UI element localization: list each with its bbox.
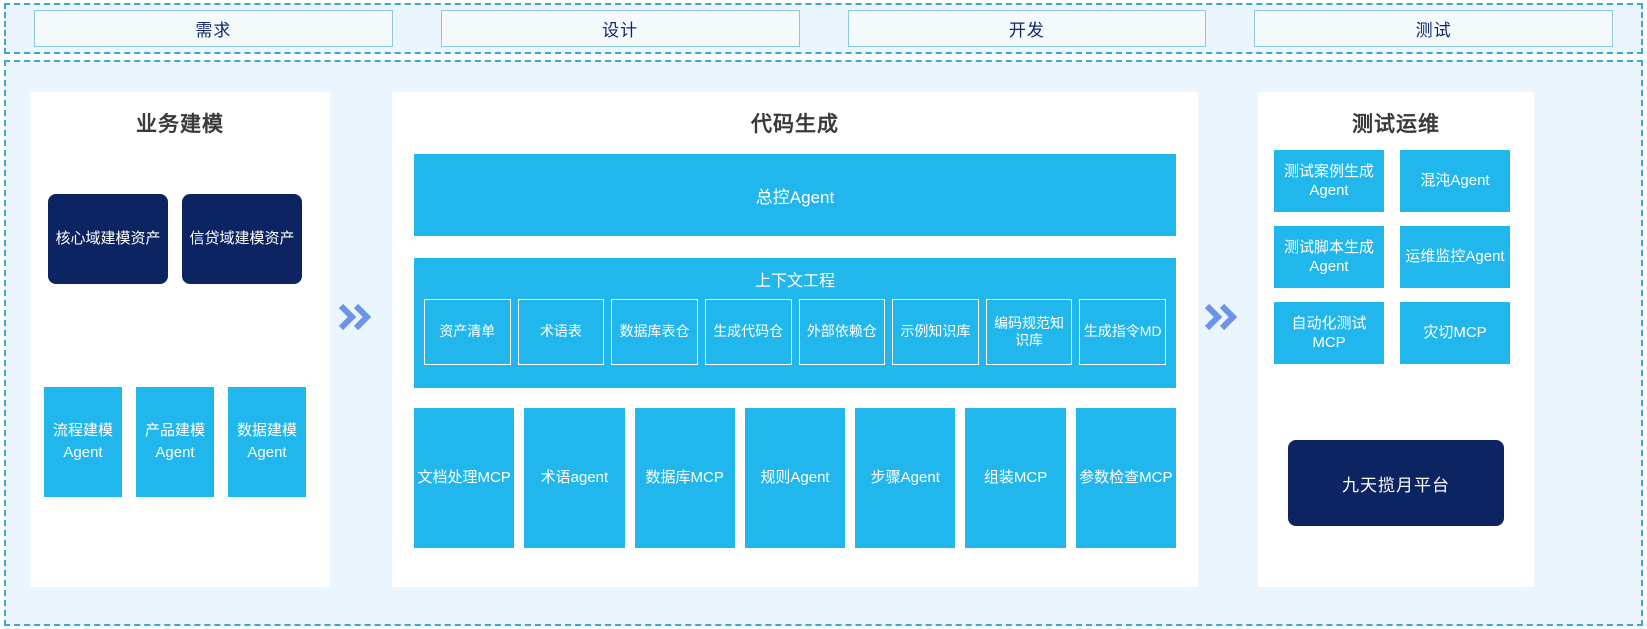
tool-box-glossary-agent[interactable]: 术语agent: [524, 408, 625, 548]
phase-label: 设计: [602, 21, 639, 40]
platform-box-jiutian-lanyue[interactable]: 九天揽月平台: [1288, 440, 1504, 526]
double-chevron-right-icon: [336, 300, 376, 334]
panel-title: 业务建模: [136, 113, 224, 136]
phase-box-design[interactable]: 设计: [440, 10, 800, 47]
tool-label: 数据库MCP: [645, 468, 724, 486]
tool-label: 参数检查MCP: [1079, 468, 1173, 486]
phase-box-requirement[interactable]: 需求: [34, 10, 393, 47]
context-item-label: 示例知识库: [900, 323, 971, 340]
test-box-label: 测试案例生成Agent: [1283, 162, 1374, 200]
test-box-label: 自动化测试MCP: [1291, 314, 1367, 352]
test-box-automated-testing-mcp[interactable]: 自动化测试MCP: [1274, 302, 1384, 364]
phase-label: 需求: [195, 21, 232, 40]
test-box-ops-monitoring-agent[interactable]: 运维监控Agent: [1400, 226, 1510, 288]
agent-label: 数据建模Agent: [236, 422, 297, 461]
phase-strip: 需求 设计 开发 测试: [4, 3, 1643, 54]
test-box-test-case-generation-agent[interactable]: 测试案例生成Agent: [1274, 150, 1384, 212]
panel-title: 测试运维: [1352, 113, 1440, 136]
panel-code-generation: 代码生成 总控Agent 上下文工程 资产清单 术语表 数据库表仓: [392, 92, 1198, 587]
tool-box-document-processing-mcp[interactable]: 文档处理MCP: [414, 408, 515, 548]
master-agent-bar[interactable]: 总控Agent: [414, 154, 1176, 236]
panel-test-operations: 测试运维 测试案例生成Agent 混沌Agent 测试脚本生成Agent 运维监…: [1258, 92, 1534, 587]
test-box-test-script-generation-agent[interactable]: 测试脚本生成Agent: [1274, 226, 1384, 288]
test-box-label: 混沌Agent: [1420, 172, 1490, 190]
tool-box-database-mcp[interactable]: 数据库MCP: [634, 408, 735, 548]
context-item-glossary[interactable]: 术语表: [517, 299, 605, 365]
context-item-external-dependency-repo[interactable]: 外部依赖仓: [798, 299, 886, 365]
asset-box-core-domain[interactable]: 核心域建模资产: [48, 194, 168, 284]
context-engineering-title: 上下文工程: [754, 273, 835, 290]
context-engineering-block: 上下文工程 资产清单 术语表 数据库表仓 生成代码仓 外部依赖仓: [414, 258, 1176, 388]
test-box-label: 测试脚本生成Agent: [1283, 238, 1374, 276]
tool-label: 组装MCP: [983, 468, 1048, 486]
tool-label: 文档处理MCP: [417, 468, 511, 486]
phase-box-testing[interactable]: 测试: [1254, 10, 1613, 47]
tool-box-parameter-check-mcp[interactable]: 参数检查MCP: [1075, 408, 1176, 548]
test-box-label: 运维监控Agent: [1405, 248, 1505, 266]
phase-label: 开发: [1008, 21, 1045, 40]
context-item-asset-list[interactable]: 资产清单: [424, 299, 511, 365]
context-item-label: 数据库表仓: [619, 323, 690, 340]
main-area: 业务建模 核心域建模资产 信贷域建模资产 流程建模Agent 产品建模Agent…: [4, 60, 1643, 626]
platform-label: 九天揽月平台: [1342, 475, 1450, 495]
tool-box-assembly-mcp[interactable]: 组装MCP: [965, 408, 1066, 548]
context-item-label: 编码规范知识库: [994, 314, 1065, 349]
phase-box-development[interactable]: 开发: [847, 10, 1207, 47]
context-item-label: 生成指令MD: [1083, 323, 1162, 340]
tool-row: 文档处理MCP 术语agent 数据库MCP 规则Agent 步骤Agent 组…: [414, 408, 1176, 548]
modeling-agent-row: 流程建模Agent 产品建模Agent 数据建模Agent: [44, 387, 306, 497]
agent-label: 流程建模Agent: [52, 422, 113, 461]
test-box-chaos-agent[interactable]: 混沌Agent: [1400, 150, 1510, 212]
tool-label: 术语agent: [540, 468, 609, 486]
asset-label: 核心域建模资产: [55, 229, 161, 247]
test-box-label: 灾切MCP: [1423, 324, 1487, 342]
agent-box-product-modeling[interactable]: 产品建模Agent: [136, 387, 214, 497]
asset-box-credit-domain[interactable]: 信贷域建模资产: [182, 194, 302, 284]
panel-title: 代码生成: [751, 113, 839, 136]
context-item-label: 资产清单: [439, 323, 496, 340]
context-item-list: 资产清单 术语表 数据库表仓 生成代码仓 外部依赖仓 示例知: [424, 299, 1166, 365]
context-item-label: 术语表: [539, 323, 582, 340]
test-ops-grid: 测试案例生成Agent 混沌Agent 测试脚本生成Agent 运维监控Agen…: [1274, 150, 1518, 364]
double-chevron-right-icon: [1202, 300, 1242, 334]
phase-label: 测试: [1415, 21, 1452, 40]
asset-row: 核心域建模资产 信贷域建模资产: [48, 194, 302, 284]
context-item-generation-instruction-md[interactable]: 生成指令MD: [1079, 299, 1166, 365]
tool-box-step-agent[interactable]: 步骤Agent: [855, 408, 956, 548]
context-item-generated-code-repo[interactable]: 生成代码仓: [704, 299, 792, 365]
master-agent-label: 总控Agent: [755, 187, 835, 207]
context-item-example-knowledge-base[interactable]: 示例知识库: [892, 299, 979, 365]
context-item-coding-standard-knowledge-base[interactable]: 编码规范知识库: [985, 299, 1073, 365]
panel-business-modeling: 业务建模 核心域建模资产 信贷域建模资产 流程建模Agent 产品建模Agent…: [30, 92, 330, 587]
tool-label: 步骤Agent: [870, 468, 940, 486]
context-item-db-table-repo[interactable]: 数据库表仓: [611, 299, 698, 365]
asset-label: 信贷域建模资产: [189, 229, 295, 247]
tool-box-rule-agent[interactable]: 规则Agent: [744, 408, 846, 548]
agent-box-process-modeling[interactable]: 流程建模Agent: [44, 387, 122, 497]
agent-box-data-modeling[interactable]: 数据建模Agent: [228, 387, 306, 497]
context-item-label: 生成代码仓: [713, 323, 784, 340]
agent-label: 产品建模Agent: [144, 422, 205, 461]
context-item-label: 外部依赖仓: [806, 323, 877, 340]
test-box-disaster-switch-mcp[interactable]: 灾切MCP: [1400, 302, 1510, 364]
tool-label: 规则Agent: [760, 468, 830, 486]
